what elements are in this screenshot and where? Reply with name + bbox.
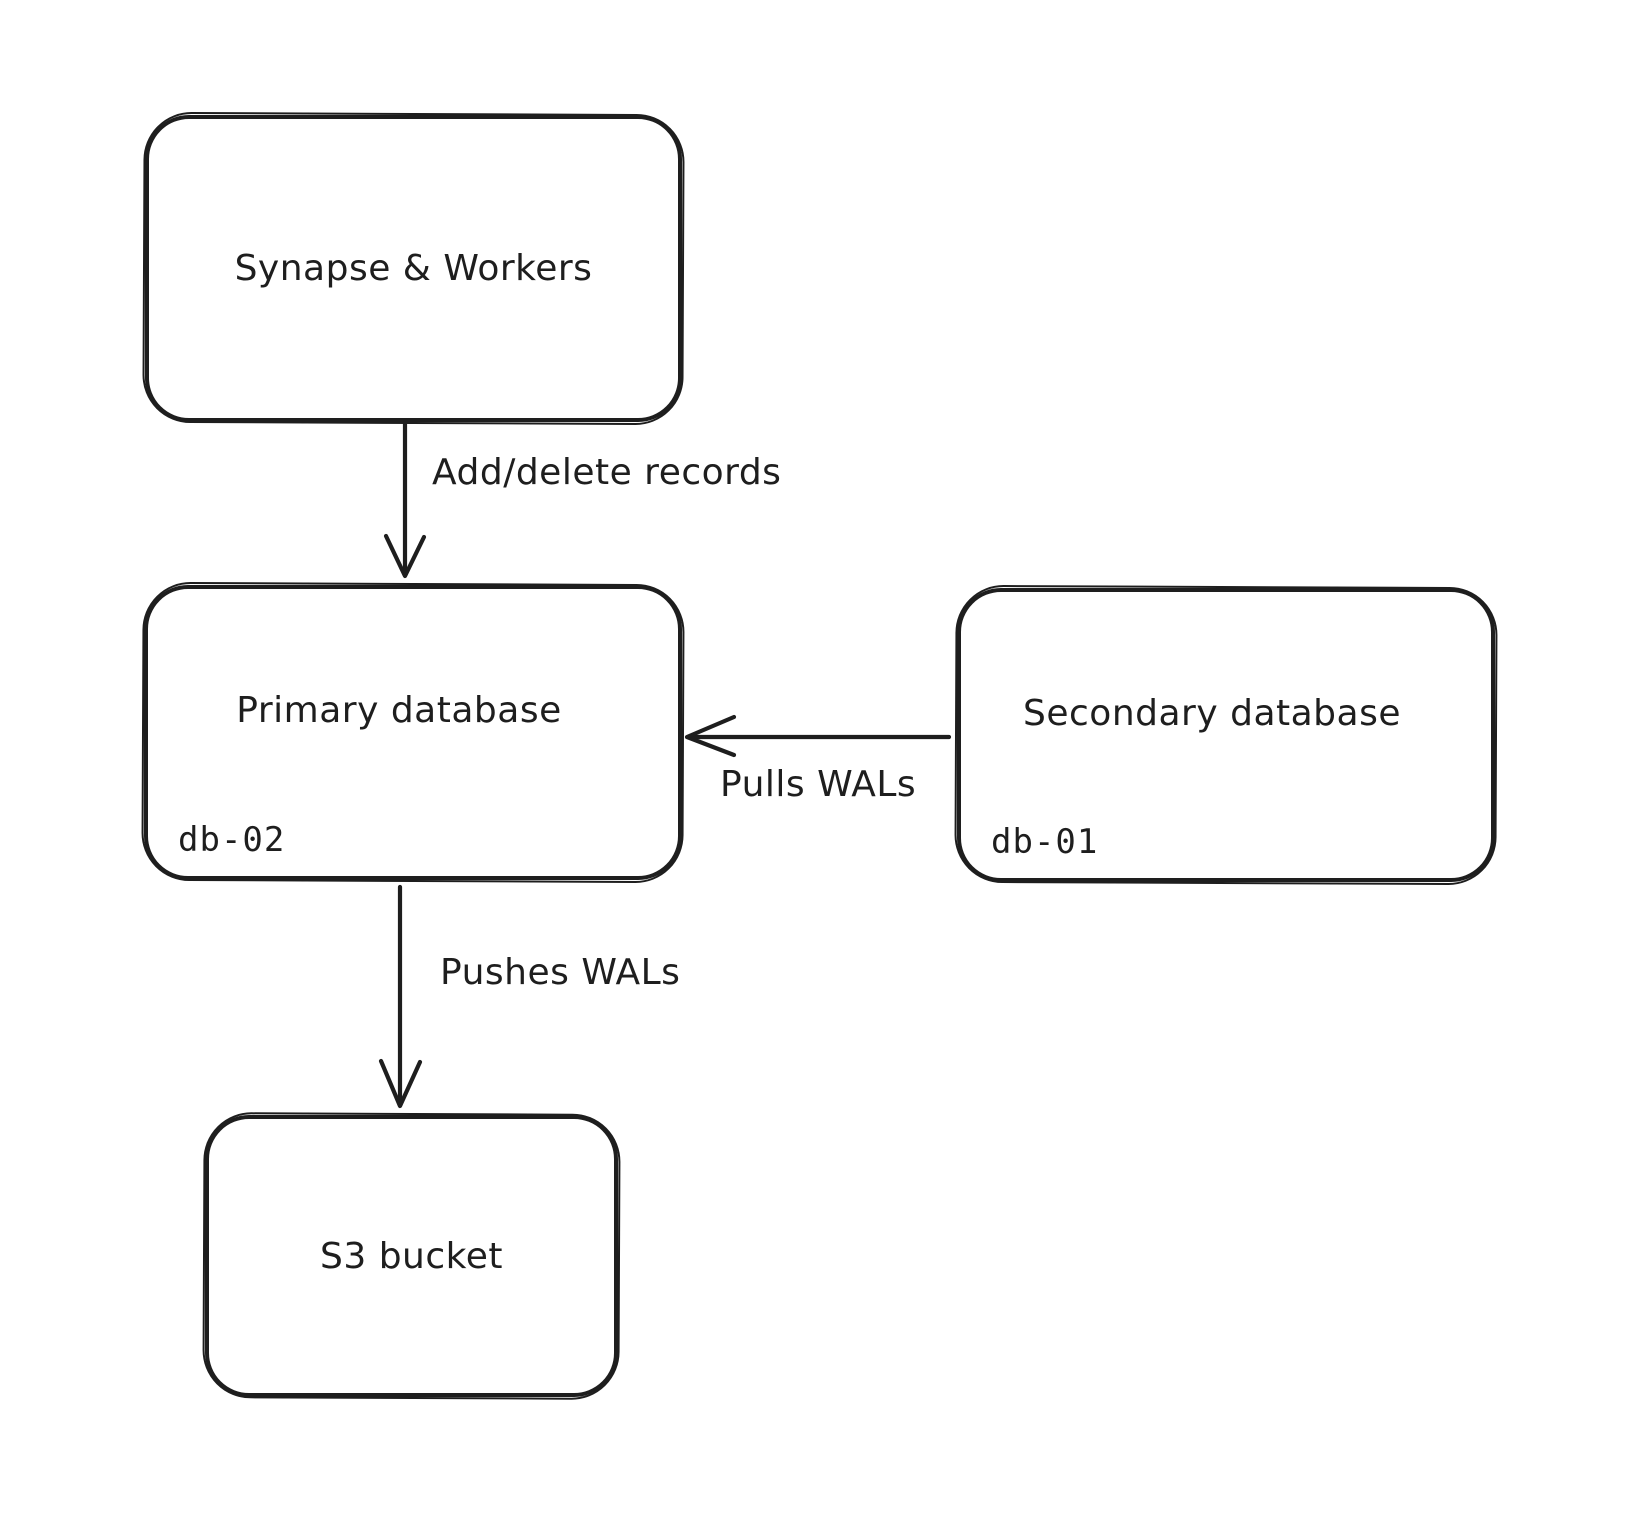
node-sublabel-db-01: db-01 <box>991 822 1099 862</box>
edge-label-pushes-wals: Pushes WALs <box>440 952 681 993</box>
arrow-pulls-wals <box>684 714 952 758</box>
edge-label-add-delete-records: Add/delete records <box>432 452 782 493</box>
arrow-head <box>684 714 737 758</box>
arrow-head <box>383 533 427 579</box>
node-synapse-workers: Synapse & Workers <box>145 115 682 422</box>
node-s3-bucket: S3 bucket <box>205 1115 618 1397</box>
node-title: Synapse & Workers <box>234 248 593 289</box>
arrow-head <box>378 1058 423 1109</box>
edge-label-pulls-wals: Pulls WALs <box>720 764 917 805</box>
node-title: S3 bucket <box>320 1235 503 1277</box>
node-primary-database: Primary database db-02 <box>144 585 682 880</box>
node-title: Secondary database <box>1023 692 1401 734</box>
node-sublabel-db-02: db-02 <box>178 820 286 860</box>
node-secondary-database: Secondary database db-01 <box>957 588 1495 882</box>
arrow-pushes-wals <box>378 884 423 1109</box>
arrow-add-delete-records <box>383 420 427 579</box>
node-title: Primary database <box>236 690 562 731</box>
